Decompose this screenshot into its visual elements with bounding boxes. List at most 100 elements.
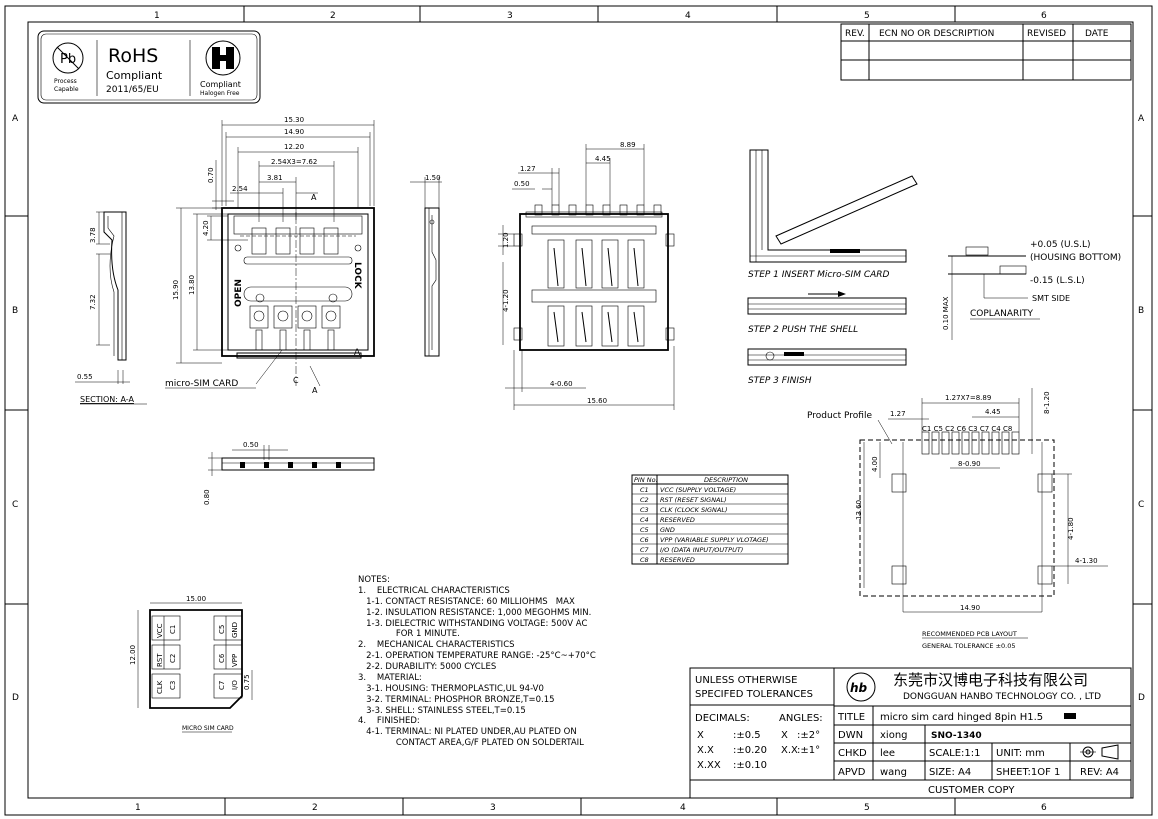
note-line: NOTES: — [358, 575, 390, 585]
pin-header: PIN No. — [634, 476, 658, 484]
smt-label: SMT SIDE — [1032, 294, 1070, 303]
step-1-figure: STEP 1 INSERT Micro-SIM CARD — [748, 149, 918, 280]
dim-label: 4-1.30 — [1075, 557, 1098, 565]
dim-label: 8-0.90 — [958, 460, 981, 468]
dim-label: 1.50 — [425, 174, 441, 182]
dim-label: 4-1.80 — [1067, 517, 1075, 540]
dim-label: 12.20 — [284, 143, 304, 151]
col-label: 1 — [154, 11, 160, 21]
title-block: UNLESS OTHERWISE SPECIFED TOLERANCES DEC… — [689, 667, 1132, 799]
pad-label: GND — [231, 622, 239, 638]
note-line: 1-1. CONTACT RESISTANCE: 60 MILLIOHMS MA… — [358, 597, 575, 607]
coplanarity-figure: +0.05 (U.S.L) (HOUSING BOTTOM) -0.15 (L.… — [942, 240, 1121, 340]
step-1-label: STEP 1 INSERT Micro-SIM CARD — [748, 270, 890, 280]
dim-label: 0.50 — [243, 441, 259, 449]
dwn-label: DWN — [838, 730, 863, 741]
ang-x-value: :±2° — [797, 730, 820, 741]
note-line: 4-1. TERMINAL: NI PLATED UNDER,AU PLATED… — [358, 727, 577, 737]
pin-no: C8 — [640, 556, 649, 564]
pad-label: CLK — [156, 680, 164, 694]
revised-header: REVISED — [1027, 29, 1066, 39]
pin-desc: GND — [660, 526, 675, 534]
note-line: 1-3. DIELECTRIC WITHSTANDING VOLTAGE: 50… — [358, 619, 587, 629]
note-line: 2-1. OPERATION TEMPERATURE RANGE: -25°C~… — [358, 651, 596, 661]
note-line: 1. ELECTRICAL CHARACTERISTICS — [358, 586, 510, 596]
dim-label: 3.78 — [89, 227, 97, 243]
col-label: 5 — [864, 11, 870, 21]
row-label: D — [12, 693, 19, 703]
dim-label: 1.27 — [890, 410, 906, 418]
unless-line1: UNLESS OTHERWISE — [695, 675, 797, 686]
title-value: micro sim card hinged 8pin H1.5 — [880, 712, 1043, 723]
micro-sim-title: MICRO SIM CARD — [182, 725, 234, 732]
dim-label: 1.27X7=8.89 — [945, 394, 991, 402]
dim-label: 15.60 — [587, 397, 607, 405]
pcb-tolerance: GENERAL TOLERANCE ±0.05 — [922, 642, 1016, 650]
pad-label: C3 — [169, 681, 177, 690]
pin-desc: VCC (SUPPLY VOLTAGE) — [660, 486, 736, 494]
top-view: OPEN LOCK A 15.30 14.90 12.20 2.54X3=7.6… — [165, 116, 375, 395]
company-name-cn: 东莞市汉博电子科技有限公司 — [893, 671, 1088, 689]
dim-label: 1.27 — [520, 165, 536, 173]
pad-label: C7 — [218, 681, 226, 690]
dim-label: 2.54 — [232, 185, 248, 193]
apvd-label: APVD — [838, 767, 866, 778]
corner-label: A — [354, 348, 361, 358]
dim-label: 13.80 — [188, 275, 196, 295]
date-header: DATE — [1085, 29, 1109, 39]
col-label: 6 — [1041, 803, 1047, 813]
svg-text:hb: hb — [850, 681, 868, 695]
pin-desc: RESERVED — [660, 516, 695, 524]
col-label: 6 — [1041, 11, 1047, 21]
company-name-en: DONGGUAN HANBO TECHNOLOGY CO. , LTD — [903, 692, 1101, 702]
dim-label: 14.90 — [284, 128, 304, 136]
angles-label: ANGLES: — [779, 713, 823, 724]
dim-label: 0.75 — [243, 674, 251, 690]
pad-label: C5 — [218, 625, 226, 634]
housing-label: (HOUSING BOTTOM) — [1030, 253, 1121, 263]
product-profile-label: Product Profile — [807, 411, 872, 421]
rohs-logo: RoHS — [108, 45, 158, 67]
note-line: 3-2. TERMINAL: PHOSPHOR BRONZE,T=0.15 — [358, 695, 555, 705]
dim-label: 0.70 — [207, 167, 215, 183]
note-line: 1-2. INSULATION RESISTANCE: 1,000 MEGOHM… — [358, 608, 591, 618]
pb-symbol: Pb — [60, 52, 76, 67]
row-label: A — [12, 114, 19, 124]
pin-no: C2 — [640, 496, 649, 504]
dim-label: 0.80 — [203, 489, 211, 505]
dim-label: 4.45 — [595, 155, 611, 163]
rev-header: REV. — [845, 29, 865, 39]
row-label: B — [12, 306, 18, 316]
step-3-figure: STEP 3 FINISH — [747, 348, 907, 386]
part-number: SNO-1340 — [931, 731, 982, 741]
note-line: 2-2. DURABILITY: 5000 CYCLES — [358, 662, 496, 672]
dim-label: 8-1.20 — [1043, 391, 1051, 414]
dim-label: 4.20 — [202, 220, 210, 236]
side-view: 1.50 — [410, 174, 442, 357]
ecn-header: ECN NO OR DESCRIPTION — [879, 29, 994, 39]
tol-xx-value: :±0.20 — [733, 745, 767, 756]
pad-label: C6 — [218, 653, 226, 663]
lock-label: LOCK — [352, 262, 362, 290]
micro-sim-card: VCC C1 RST C2 CLK C3 GND C5 VPP C6 I/O C… — [129, 595, 253, 733]
section-title: SECTION: A-A — [80, 395, 134, 404]
dim-label: 15.30 — [284, 116, 304, 124]
dwn-value: xiong — [880, 730, 908, 741]
logo-group: Pb Process Capable RoHS Compliant 2011/6… — [37, 30, 261, 104]
row-label: D — [1138, 693, 1145, 703]
company-logo-icon — [846, 672, 876, 702]
col-label: 1 — [135, 803, 141, 813]
unless-line2: SPECIFED TOLERANCES — [695, 689, 813, 700]
pin-no: C4 — [640, 516, 649, 524]
chkd-label: CHKD — [838, 748, 867, 759]
pcb-layout: Product Profile 1.27 1.27X7=8.89 4.45 8-… — [807, 388, 1108, 650]
dim-label: 8.89 — [620, 141, 636, 149]
dim-label: 15.90 — [172, 280, 180, 300]
dim-label: 4-0.60 — [550, 380, 573, 388]
tol-xxx-value: :±0.10 — [733, 760, 767, 771]
step-2-figure: STEP 2 PUSH THE SHELL — [747, 291, 907, 335]
dim-label: 14.90 — [960, 604, 980, 612]
sheet-value: SHEET:1OF 1 — [996, 767, 1060, 778]
row-label: C — [12, 500, 18, 510]
